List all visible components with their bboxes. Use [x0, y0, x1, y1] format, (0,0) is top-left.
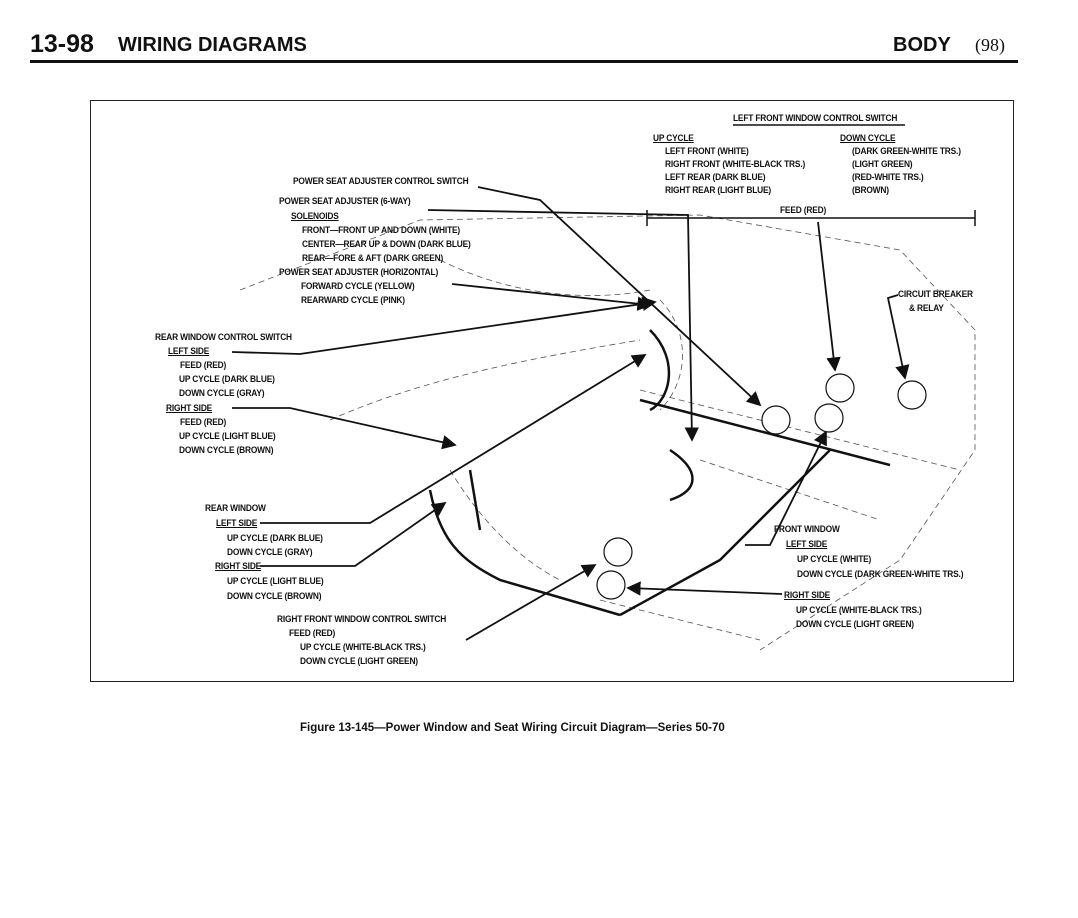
horizontal-item: FORWARD CYCLE (YELLOW) — [301, 281, 415, 292]
lf-down-item: (LIGHT GREEN) — [852, 159, 913, 170]
lf-down-item: (DARK GREEN-WHITE TRS.) — [852, 146, 961, 157]
rear-window-item: UP CYCLE (LIGHT BLUE) — [227, 576, 324, 587]
lf-switch-title: LEFT FRONT WINDOW CONTROL SWITCH — [733, 113, 898, 124]
front-window-item: DOWN CYCLE (LIGHT GREEN) — [796, 619, 914, 630]
connector-circle — [603, 537, 633, 567]
rear-window-right-leader — [260, 501, 447, 567]
breaker-label: CIRCUIT BREAKER — [898, 289, 973, 300]
page-number: (98) — [975, 35, 1005, 55]
seat-horizontal-label: POWER SEAT ADJUSTER (HORIZONTAL) — [279, 267, 439, 278]
rear-switch-item: UP CYCLE (LIGHT BLUE) — [179, 431, 276, 442]
front-right-leader — [626, 581, 783, 596]
rear-window-left: LEFT SIDE — [216, 518, 258, 529]
rf-switch-title: RIGHT FRONT WINDOW CONTROL SWITCH — [277, 614, 447, 625]
section-number: 13-98 — [30, 30, 94, 58]
connector-circle — [814, 403, 844, 433]
rear-switch-left-leader — [231, 296, 657, 355]
header-rule — [30, 60, 1018, 63]
front-left-leader — [745, 430, 827, 546]
lf-up-item: RIGHT FRONT (WHITE-BLACK TRS.) — [665, 159, 806, 170]
seat-control-switch-label: POWER SEAT ADJUSTER CONTROL SWITCH — [293, 176, 469, 187]
rear-window-left-leader — [260, 354, 647, 524]
leader-lines — [231, 186, 910, 641]
front-window-title: FRONT WINDOW — [774, 524, 840, 535]
lf-up-item: LEFT FRONT (WHITE) — [665, 146, 749, 157]
rear-switch-right: RIGHT SIDE — [166, 403, 213, 414]
rear-window-item: UP CYCLE (DARK BLUE) — [227, 533, 323, 544]
rear-switch-item: DOWN CYCLE (BROWN) — [179, 445, 274, 456]
rf-item: UP CYCLE (WHITE-BLACK TRS.) — [300, 642, 426, 653]
connector-circle — [825, 373, 855, 403]
solenoid-item: FRONT—FRONT UP AND DOWN (WHITE) — [302, 225, 461, 236]
right-front-switch-leader — [465, 564, 597, 641]
rear-switch-title: REAR WINDOW CONTROL SWITCH — [155, 332, 292, 343]
bracket — [646, 124, 976, 226]
six-way-leader — [427, 209, 699, 442]
rear-window-title: REAR WINDOW — [205, 503, 266, 514]
breaker-leader — [886, 294, 910, 380]
lf-up-heading: UP CYCLE — [653, 133, 694, 144]
chapter-title: BODY — [893, 34, 951, 56]
front-window-right: RIGHT SIDE — [784, 590, 831, 601]
front-window-item: UP CYCLE (WHITE) — [797, 554, 872, 565]
front-window-item: DOWN CYCLE (DARK GREEN-WHITE TRS.) — [797, 569, 964, 580]
solenoid-item: CENTER—REAR UP & DOWN (DARK BLUE) — [302, 239, 471, 250]
rear-switch-item: FEED (RED) — [180, 360, 227, 371]
figure-caption: Figure 13-145—Power Window and Seat Wiri… — [300, 722, 725, 734]
connector-circles — [596, 373, 927, 600]
solenoids-heading: SOLENOIDS — [291, 211, 339, 222]
rf-item: DOWN CYCLE (LIGHT GREEN) — [300, 656, 418, 667]
lf-up-item: RIGHT REAR (LIGHT BLUE) — [665, 185, 772, 196]
car-body-sketch — [239, 214, 976, 651]
lf-down-item: (BROWN) — [852, 185, 889, 196]
rear-switch-item: DOWN CYCLE (GRAY) — [179, 388, 265, 399]
rf-feed: FEED (RED) — [289, 628, 336, 639]
rear-switch-left: LEFT SIDE — [168, 346, 210, 357]
rear-switch-item: UP CYCLE (DARK BLUE) — [179, 374, 275, 385]
rear-window-right: RIGHT SIDE — [215, 561, 262, 572]
lf-down-heading: DOWN CYCLE — [840, 133, 896, 144]
horizontal-leader — [451, 283, 652, 311]
breaker-label: & RELAY — [909, 303, 944, 314]
lf-down-item: (RED-WHITE TRS.) — [852, 172, 924, 183]
lf-feed: FEED (RED) — [780, 205, 827, 216]
front-window-left: LEFT SIDE — [786, 539, 828, 550]
feed-leader — [817, 221, 841, 372]
solenoid-item: REAR—FORE & AFT (DARK GREEN) — [302, 253, 444, 264]
connector-circle — [761, 405, 791, 435]
page-title: WIRING DIAGRAMS — [118, 34, 307, 56]
seat-switch-leader — [477, 186, 762, 407]
seat-six-way-label: POWER SEAT ADJUSTER (6-WAY) — [279, 196, 411, 207]
rear-window-item: DOWN CYCLE (BROWN) — [227, 591, 322, 602]
horizontal-item: REARWARD CYCLE (PINK) — [301, 295, 405, 306]
rear-switch-right-leader — [232, 407, 457, 450]
connector-circle — [596, 570, 626, 600]
rear-window-item: DOWN CYCLE (GRAY) — [227, 547, 313, 558]
connector-circle — [897, 380, 927, 410]
lf-up-item: LEFT REAR (DARK BLUE) — [665, 172, 766, 183]
front-window-item: UP CYCLE (WHITE-BLACK TRS.) — [796, 605, 922, 616]
figure-frame — [90, 100, 1014, 682]
rear-switch-item: FEED (RED) — [180, 417, 227, 428]
